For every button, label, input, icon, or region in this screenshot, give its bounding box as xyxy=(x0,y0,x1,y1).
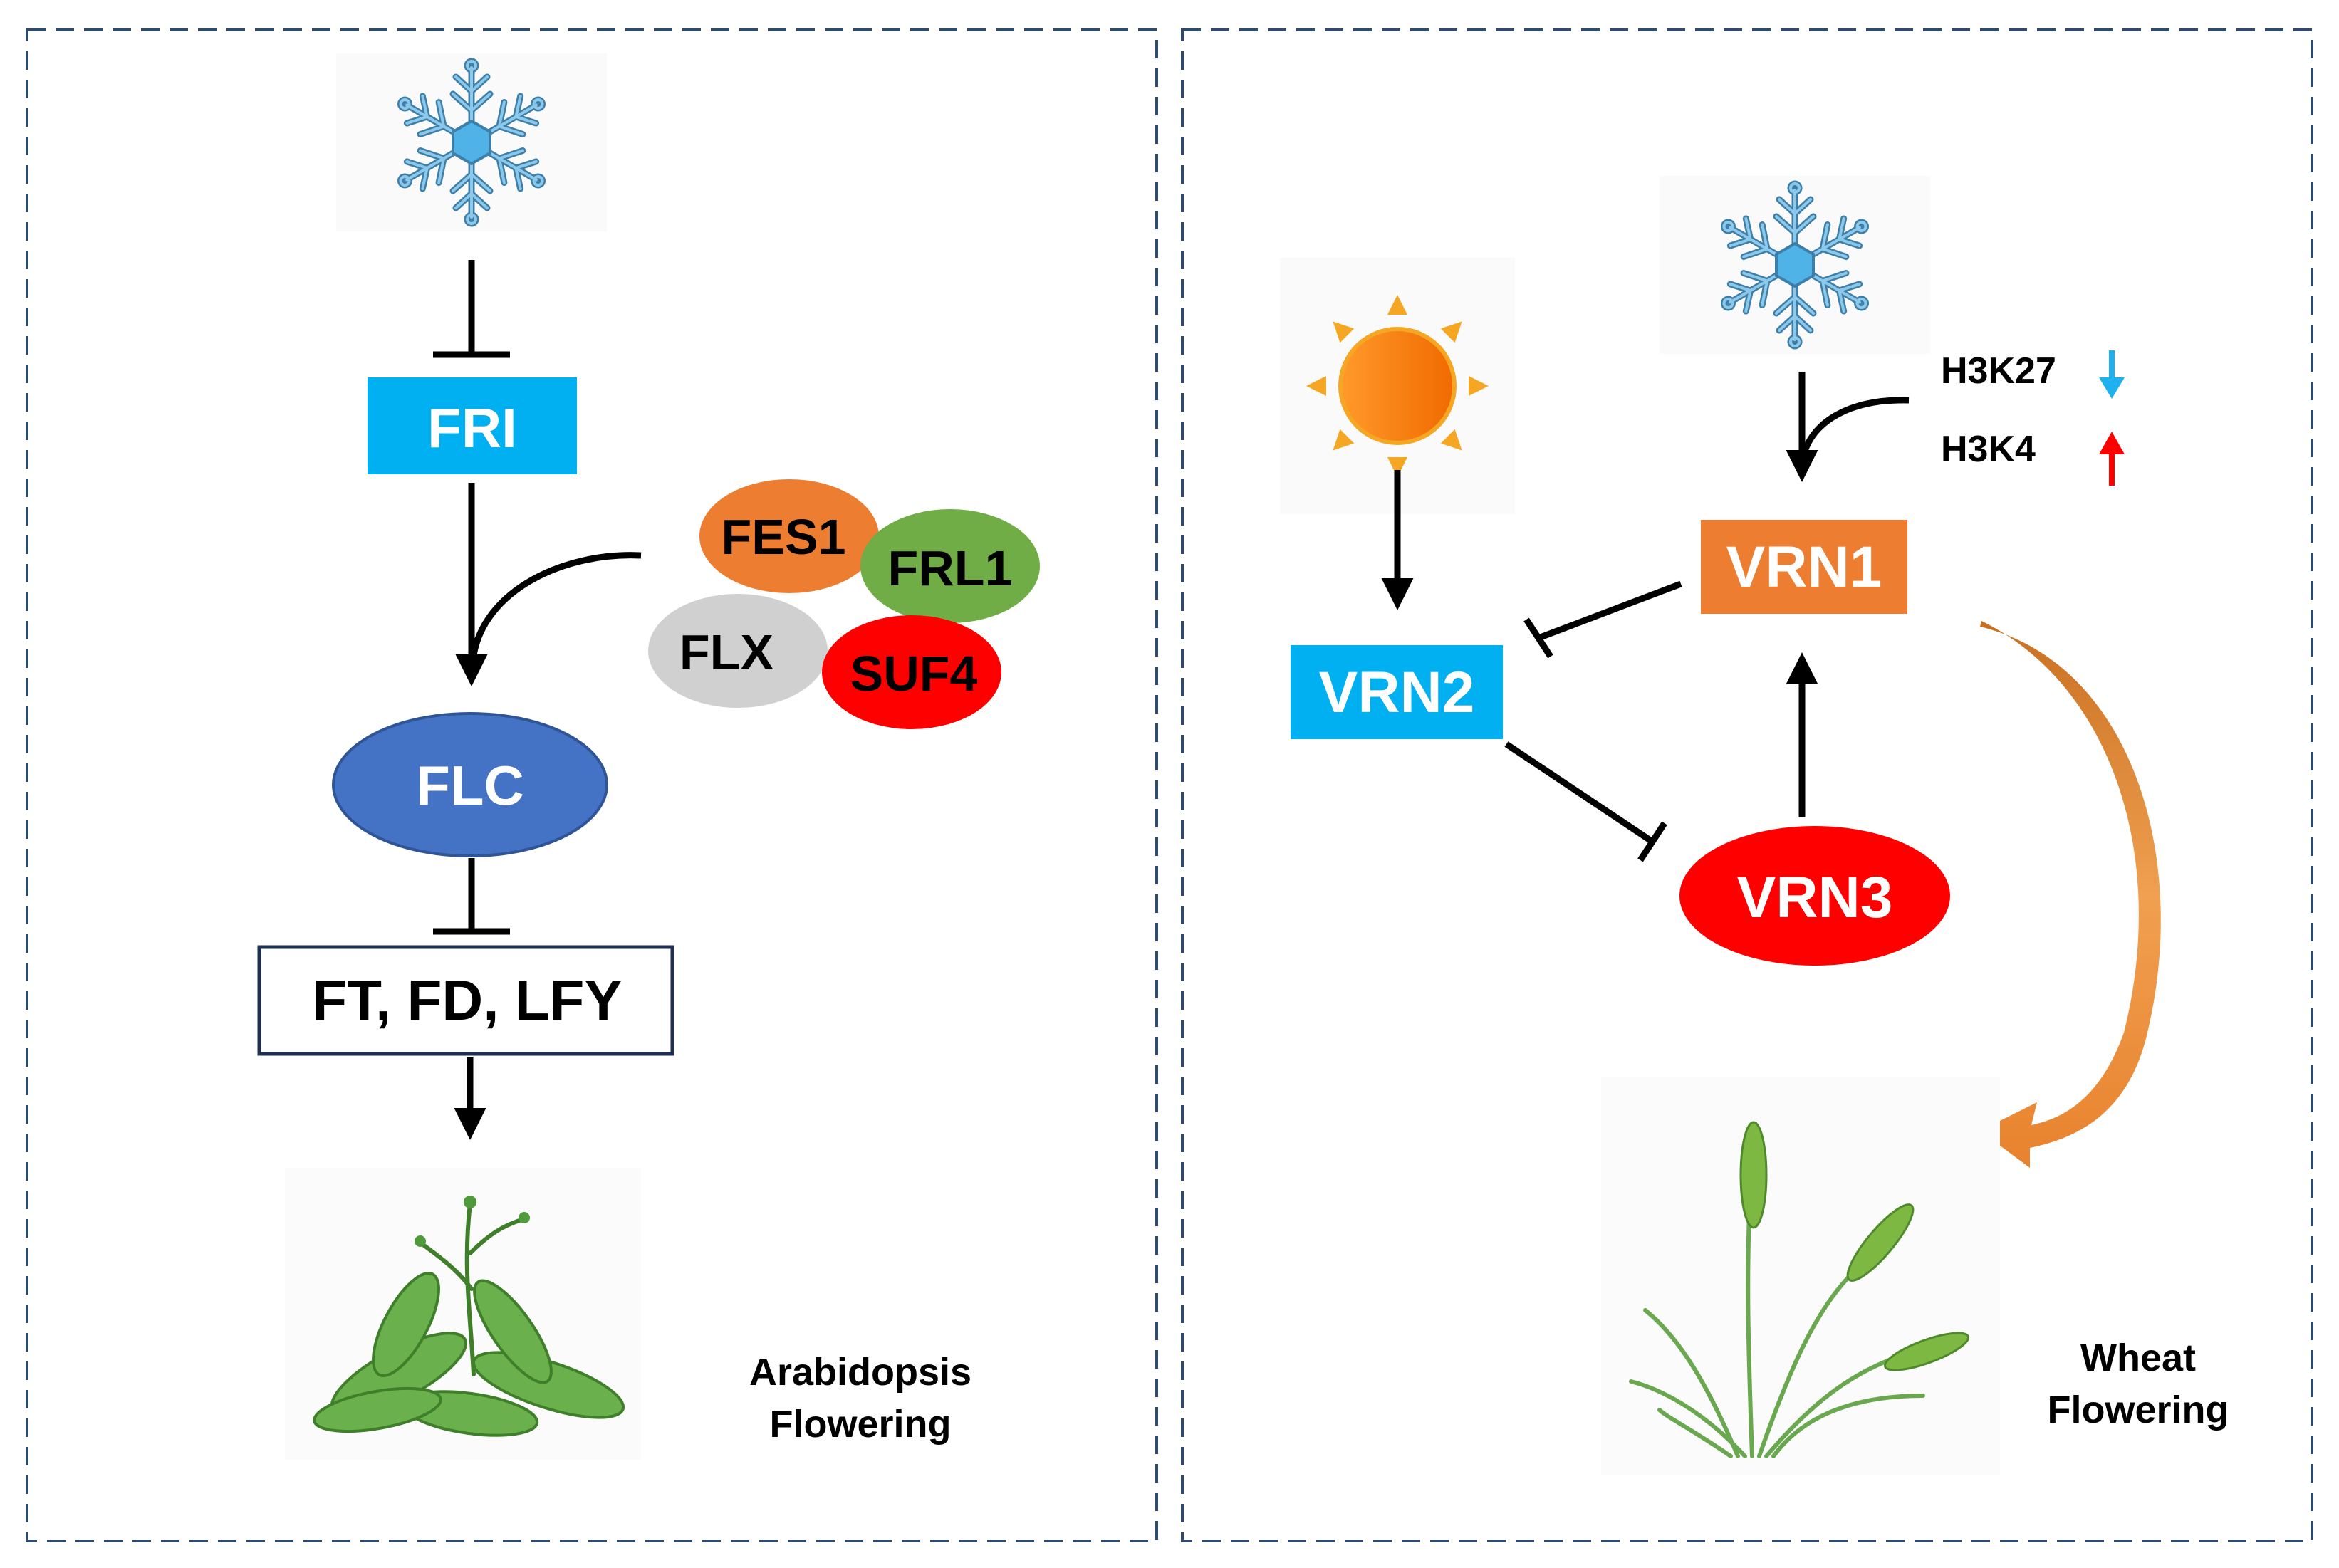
flx-node xyxy=(648,594,828,708)
fes1-node xyxy=(699,479,879,593)
flc-node xyxy=(332,712,608,857)
vrn3-label: VRN3 xyxy=(1737,865,1893,930)
fes1-label: FES1 xyxy=(721,509,845,565)
vrn2-node xyxy=(1291,645,1503,739)
cold-inhibits-fri xyxy=(433,260,510,358)
arabidopsis-label-line1: Arabidopsis xyxy=(749,1351,971,1394)
fri-node xyxy=(368,377,577,474)
h3k4-up-arrow-icon xyxy=(2099,432,2125,486)
left-panel xyxy=(26,28,1158,1542)
vrn1-promotes-flowering-arrow xyxy=(1980,621,2161,1168)
flc-label: FLC xyxy=(416,754,524,817)
right-panel xyxy=(1181,28,2313,1542)
fri-label: FRI xyxy=(427,397,517,459)
targets-node xyxy=(257,945,674,1056)
arabidopsis-plant-icon xyxy=(285,1168,641,1460)
h3k27-label: H3K27 xyxy=(1941,350,2056,392)
frl1-node xyxy=(860,509,1040,623)
h3k4-label: H3K4 xyxy=(1941,429,2036,470)
wheat-label-line1: Wheat xyxy=(2080,1337,2196,1379)
suf4-node xyxy=(822,615,1001,729)
targets-label: FT, FD, LFY xyxy=(312,968,622,1032)
vrn2-inhibits-vrn3 xyxy=(1504,741,1667,862)
suf4-label: SUF4 xyxy=(850,646,978,701)
vrn1-node xyxy=(1701,520,1907,614)
fri-activates-flc xyxy=(455,483,642,686)
snowflake-icon xyxy=(336,53,607,231)
flc-inhibits-targets xyxy=(433,858,510,935)
wheat-plant-icon xyxy=(1601,1077,2000,1475)
vrn3-node xyxy=(1679,826,1950,966)
vrn1-label: VRN1 xyxy=(1726,535,1882,600)
frl1-label: FRL1 xyxy=(888,540,1013,596)
vrn2-label: VRN2 xyxy=(1319,660,1475,725)
cold-activates-vrn1 xyxy=(1786,372,1910,482)
cold-snowflake-icon xyxy=(1660,176,1930,354)
h3k27-down-arrow-icon xyxy=(2099,350,2125,399)
vrn1-inhibits-vrn2 xyxy=(1523,580,1682,659)
wheat-label-line2: Flowering xyxy=(2048,1389,2229,1431)
flx-label: FLX xyxy=(679,624,774,680)
arabidopsis-label-line2: Flowering xyxy=(770,1403,952,1446)
